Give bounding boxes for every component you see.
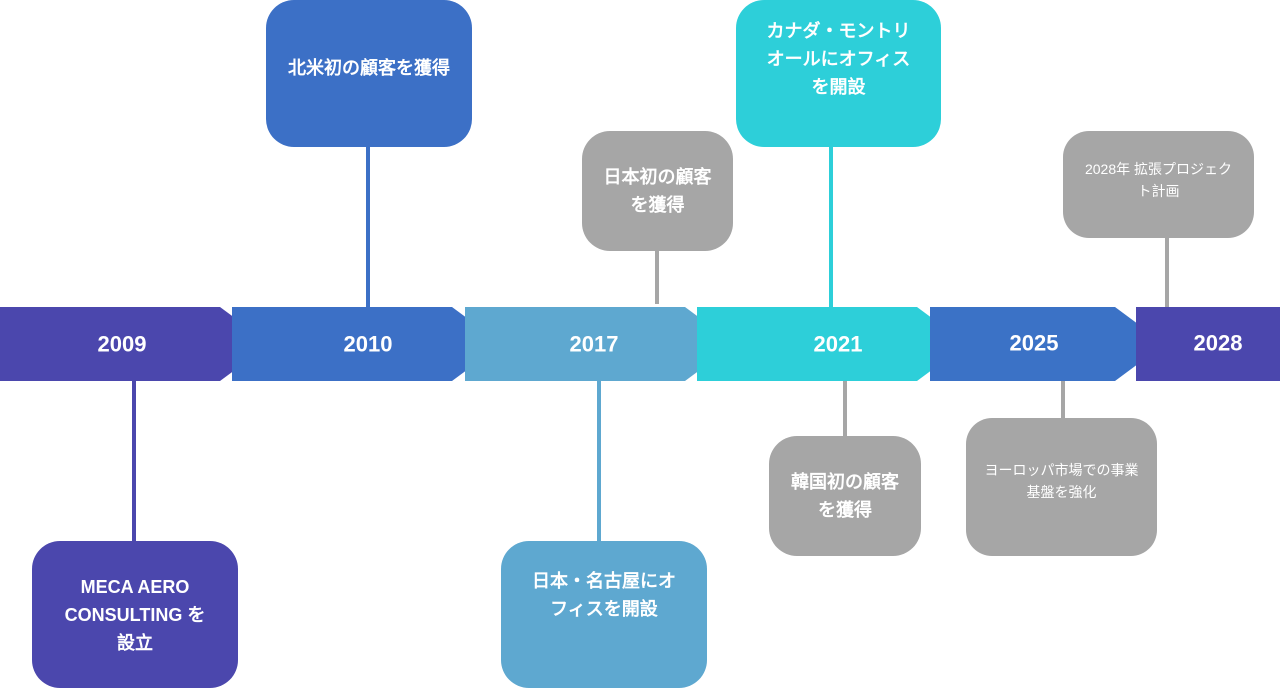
event-box-2021-bottom: 韓国初の顧客 を獲得 — [769, 436, 921, 556]
event-box-2021-top: カナダ・モントリ オールにオフィス を開設 — [736, 0, 941, 147]
chevron-2010 — [232, 307, 502, 381]
event-box-2025: ヨーロッパ市場での事業 基盤を強化 — [966, 418, 1157, 556]
event-text-2025: ヨーロッパ市場での事業 基盤を強化 — [984, 462, 1139, 500]
chevron-2021 — [697, 307, 967, 381]
event-box-2028: 2028年 拡張プロジェク ト計画 — [1063, 131, 1254, 238]
event-text-2017-top: 日本初の顧客 を獲得 — [603, 167, 712, 215]
event-text-2017-bottom: 日本・名古屋にオ フィスを開設 — [532, 570, 676, 619]
event-text-2009: MECA AERO CONSULTING を 設立 — [64, 576, 206, 653]
year-label-2021: 2021 — [814, 332, 863, 357]
year-label-2028: 2028 — [1194, 331, 1243, 356]
event-box-2017-top: 日本初の顧客 を獲得 — [582, 131, 733, 251]
chevron-2017 — [465, 307, 735, 381]
segment-2028 — [1136, 307, 1280, 381]
event-box-2017-bottom: 日本・名古屋にオ フィスを開設 — [501, 541, 707, 688]
chevron-2009 — [0, 307, 270, 381]
chevron-2025 — [930, 307, 1165, 381]
event-text-2028: 2028年 拡張プロジェク ト計画 — [1084, 160, 1233, 199]
event-text-2010: 北米初の顧客を獲得 — [288, 57, 450, 78]
event-box-2010: 北米初の顧客を獲得 — [266, 0, 472, 147]
year-label-2017: 2017 — [570, 332, 619, 357]
year-label-2025: 2025 — [1010, 331, 1059, 356]
event-text-2021-top: カナダ・モントリ オールにオフィス を開設 — [766, 20, 911, 97]
year-label-2010: 2010 — [344, 332, 393, 357]
year-label-2009: 2009 — [98, 332, 147, 357]
event-box-2009: MECA AERO CONSULTING を 設立 — [32, 541, 238, 688]
event-text-2021-bottom: 韓国初の顧客 を獲得 — [791, 472, 899, 520]
